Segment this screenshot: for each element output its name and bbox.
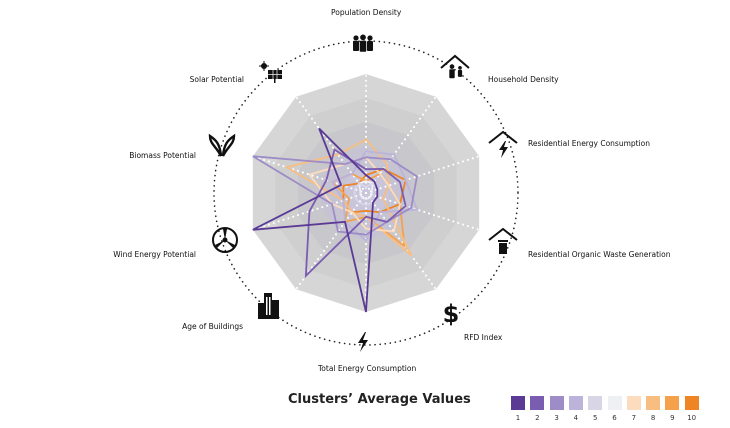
axis-line-9 <box>251 155 367 194</box>
series-7-line <box>307 156 401 233</box>
series-2-line <box>304 148 407 279</box>
series-10-line <box>342 167 407 214</box>
svg-text:$: $ <box>443 300 460 328</box>
axis-label-total-energy: Total Energy Consumption <box>318 364 417 373</box>
dollar-icon: $ <box>443 300 460 328</box>
legend-swatch-2 <box>530 396 545 410</box>
legend-swatch-7 <box>626 396 641 410</box>
legend-swatch-8 <box>646 396 661 410</box>
legend-label-3: 3 <box>554 414 559 422</box>
legend-label-4: 4 <box>573 414 579 422</box>
house-bin-icon <box>488 227 518 254</box>
axis-label-rfd-index: RFD Index <box>464 333 503 342</box>
legend-label-9: 9 <box>670 414 675 422</box>
legend-swatch-4 <box>568 396 583 410</box>
axis-label-population-density: Population Density <box>331 8 402 17</box>
butterfly-icon <box>208 133 236 157</box>
axis-label-solar: Solar Potential <box>189 75 244 84</box>
legend-swatch-10 <box>684 396 699 410</box>
axis-line-8 <box>251 192 367 231</box>
axis-label-residential-energy: Residential Energy Consumption <box>528 139 651 148</box>
buildings-icon <box>258 293 279 319</box>
axis-line-10 <box>295 95 367 194</box>
legend-title: Clusters’ Average Values <box>288 392 471 407</box>
axis-label-organic-waste: Residential Organic Waste Generation <box>528 250 671 259</box>
axis-label-age-of-buildings: Age of Buildings <box>182 322 243 331</box>
series-1-line <box>252 127 379 313</box>
legend-swatch-5 <box>588 396 603 410</box>
legend-label-5: 5 <box>592 414 598 422</box>
series-3-line <box>252 155 418 236</box>
outer-dotted-circle <box>213 40 519 346</box>
axis-label-biomass: Biomass Potential <box>129 151 196 160</box>
house-bolt-icon <box>488 130 518 158</box>
house-family-icon <box>440 54 470 79</box>
axis-line-2 <box>365 95 437 194</box>
legend-swatch-6 <box>607 396 622 410</box>
legend-label-2: 2 <box>535 414 540 422</box>
people-icon <box>353 34 373 52</box>
axis-line-3 <box>365 155 481 194</box>
axis-label-household-density: Household Density <box>488 75 559 84</box>
legend-swatch-1 <box>511 396 525 410</box>
axis-line-5 <box>365 192 437 291</box>
legend-label-10: 10 <box>687 414 697 422</box>
legend-swatch-9 <box>665 396 680 410</box>
legend-label-7: 7 <box>631 414 637 422</box>
legend-swatch-3 <box>549 396 564 410</box>
wind-turbine-icon <box>212 227 238 253</box>
axis-line-7 <box>295 192 367 291</box>
legend-label-8: 8 <box>650 414 656 422</box>
axis-label-wind-energy: Wind Energy Potential <box>113 250 196 259</box>
legend-label-6: 6 <box>612 414 617 422</box>
legend-label-1: 1 <box>515 414 521 422</box>
axis-line-4 <box>365 192 481 231</box>
series-6-line <box>357 180 375 200</box>
solar-panel-icon <box>259 61 282 83</box>
bolt-icon <box>358 332 368 352</box>
